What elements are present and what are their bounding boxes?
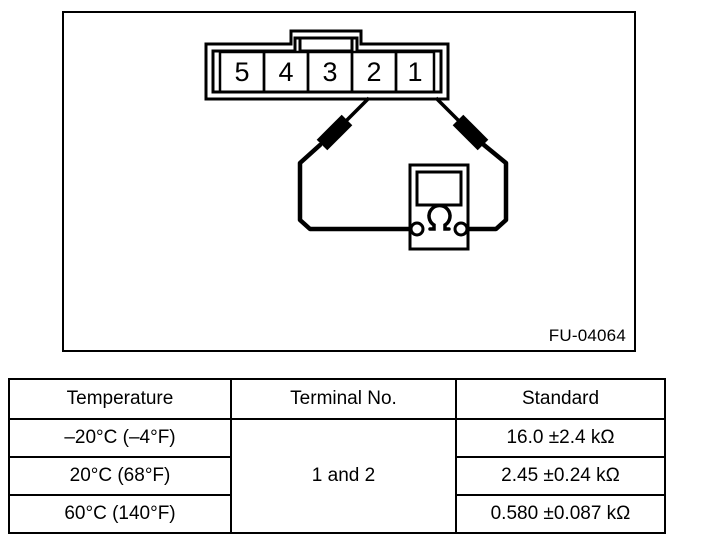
meter-jack-right [453, 221, 469, 237]
connector-lock-tab [298, 36, 354, 53]
terminal-label-2: 2 [366, 57, 382, 87]
meter-display [415, 170, 463, 207]
probe-body-left [316, 114, 353, 151]
ohmmeter [408, 163, 470, 251]
test-probe-right [434, 96, 489, 151]
terminal-label-4: 4 [278, 57, 294, 87]
cell-standard: 16.0 ±2.4 kΩ [455, 418, 666, 458]
test-lead-right-wire [465, 142, 509, 232]
cell-standard: 0.580 ±0.087 kΩ [455, 494, 666, 534]
cell-standard: 2.45 ±0.24 kΩ [455, 456, 666, 496]
figure-id-label: FU-04064 [548, 326, 626, 345]
test-probe-left [316, 96, 371, 151]
meter-jack-left [409, 221, 425, 237]
test-lead-left-wire [297, 142, 413, 232]
meter-case [408, 163, 470, 251]
cell-temperature: 60°C (140°F) [8, 494, 232, 534]
omega-symbol [427, 203, 452, 231]
cell-terminal-no: 1 and 2 [230, 418, 457, 534]
table-header-row: Temperature Terminal No. Standard [8, 378, 666, 420]
figure-panel: 5 4 3 2 1 FU-04064 [62, 11, 636, 352]
table-row: –20°C (–4°F) 1 and 2 16.0 ±2.4 kΩ [8, 418, 666, 534]
cell-temperature: 20°C (68°F) [8, 456, 232, 496]
terminal-label-3: 3 [322, 57, 338, 87]
connector-meter-diagram [204, 29, 509, 251]
terminal-cell-1 [394, 50, 436, 94]
header-standard: Standard [455, 378, 666, 420]
header-terminal-no: Terminal No. [230, 378, 457, 420]
cell-temperature: –20°C (–4°F) [8, 418, 232, 458]
terminal-label-1: 1 [407, 57, 423, 87]
connector-outer-shell [204, 29, 450, 101]
table-row: 60°C (140°F) 0.580 ±0.087 kΩ [8, 494, 666, 534]
probe-body-right [452, 114, 489, 151]
terminal-cells [218, 50, 436, 94]
table-row: 20°C (68°F) 2.45 ±0.24 kΩ [8, 456, 666, 496]
specification-table: Temperature Terminal No. Standard –20°C … [8, 378, 666, 534]
terminal-label-5: 5 [234, 57, 250, 87]
header-temperature: Temperature [8, 378, 232, 420]
